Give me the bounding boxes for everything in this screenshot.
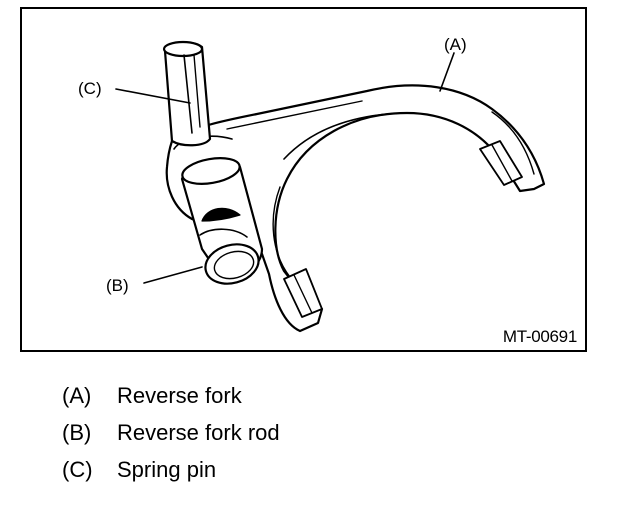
reverse-fork-part [165,84,546,333]
callout-label-b: (B) [106,276,129,295]
leader-line-a [439,52,455,92]
figure-frame: (A) (B) (C) MT-00691 [20,7,587,352]
leader-line-c [115,88,191,104]
legend-key: (A) [62,383,92,408]
spring-pin-part [162,40,212,147]
legend-text: Reverse fork rod [117,420,280,445]
reverse-fork-rod-part [180,157,264,285]
legend-key: (B) [62,420,92,445]
callout-label-c: (C) [78,79,102,98]
leader-line-b [143,266,203,284]
legend-key: (C) [62,457,93,482]
figure-id-label: MT-00691 [502,327,577,346]
legend-item: (A) Reverse fork [62,383,280,420]
legend-text: Reverse fork [117,383,242,408]
legend-item: (B) Reverse fork rod [62,420,280,457]
callout-label-a: (A) [444,35,467,54]
legend-item: (C) Spring pin [62,457,280,494]
legend-text: Spring pin [117,457,217,482]
parts-legend: (A) Reverse fork (B) Reverse fork rod (C… [62,383,280,494]
reverse-fork-illustration [115,40,546,333]
